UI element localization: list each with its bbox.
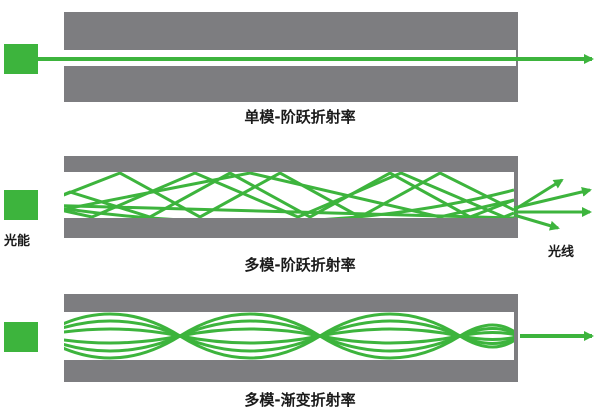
single-mode-step-panel bbox=[4, 12, 594, 102]
caption-multi-mode-step: 多模-阶跃折射率 bbox=[244, 256, 356, 274]
multi-mode-graded-panel bbox=[4, 294, 594, 382]
core bbox=[64, 312, 514, 360]
caption-multi-mode-graded: 多模-渐变折射率 bbox=[244, 391, 356, 409]
light-ray-arrow bbox=[513, 213, 560, 231]
zigzag-rays bbox=[64, 172, 514, 218]
light-source-icon bbox=[4, 190, 38, 220]
light-source-icon bbox=[4, 322, 38, 352]
light-source-icon bbox=[4, 44, 38, 74]
sinusoidal-rays bbox=[64, 312, 514, 360]
light-ray-arrow bbox=[513, 186, 592, 210]
multi-mode-step-panel bbox=[4, 156, 592, 238]
caption-single-mode-step: 单模-阶跃折射率 bbox=[244, 108, 356, 126]
label-light-energy: 光能 bbox=[4, 234, 31, 249]
label-light-ray: 光线 bbox=[548, 245, 575, 260]
